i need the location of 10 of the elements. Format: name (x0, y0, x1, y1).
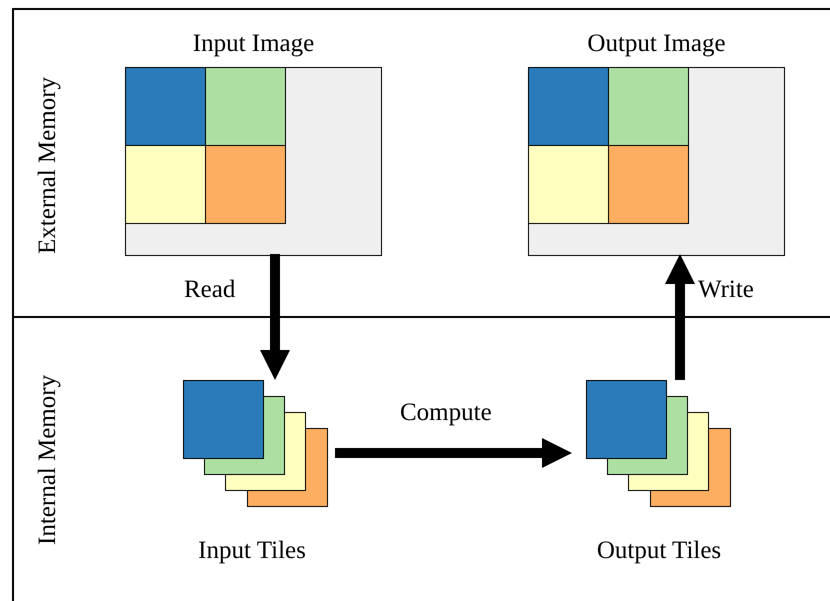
arrow (335, 438, 572, 468)
region-label: Internal Memory (34, 373, 62, 547)
arrow (665, 254, 695, 380)
tiles-caption: Input Tiles (197, 537, 307, 565)
image-title: Input Image (192, 30, 316, 58)
memory-region (12, 8, 830, 318)
tiles-caption: Output Tiles (596, 537, 722, 565)
image-title: Output Image (586, 30, 727, 58)
region-label: External Memory (34, 75, 62, 256)
arrow (260, 254, 290, 380)
